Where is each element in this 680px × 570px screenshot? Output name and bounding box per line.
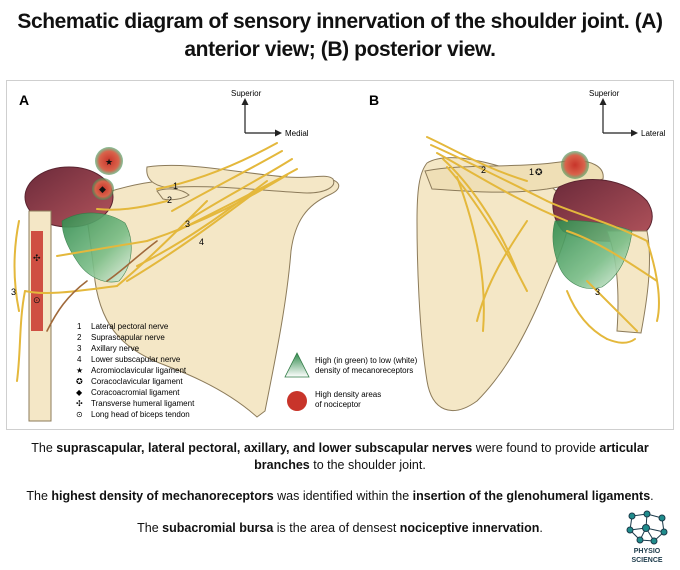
legend-key-1: 1 bbox=[77, 322, 82, 331]
logo-network-icon bbox=[626, 510, 668, 545]
panel-b-nerve-number-2: 2 bbox=[481, 165, 486, 175]
legend-key-7: ◆ bbox=[76, 388, 83, 397]
caption-1-text-f: to the shoulder joint. bbox=[309, 458, 426, 472]
panel-a-capsule-mechanoreceptors bbox=[61, 212, 132, 283]
caption-3-bold-nociceptive: nociceptive innervation bbox=[399, 521, 540, 535]
legend-text-5: Acromioclavicular ligament bbox=[91, 366, 187, 375]
panel-b-nerve-number-1: 1 bbox=[529, 167, 534, 177]
caption-2-text-e: . bbox=[650, 489, 654, 503]
caption-nociceptive: The subacromial bursa is the area of den… bbox=[0, 520, 680, 537]
diagram-figure: A Superior Medial ★ ◆ ✣ ⊙ bbox=[6, 80, 674, 430]
panel-a-orientation: Superior Medial bbox=[231, 89, 309, 138]
legend-key-9: ⊙ bbox=[76, 410, 83, 419]
caption-3-text-e: . bbox=[539, 521, 543, 535]
legend-key-6: ✪ bbox=[76, 377, 83, 386]
legend-text-6: Coracoclavicular ligament bbox=[91, 377, 183, 386]
panel-b-lateral-label: Lateral bbox=[641, 129, 666, 138]
title-line-2: anterior view; (B) posterior view. bbox=[184, 38, 496, 61]
physio-science-logo: PHYSIO SCIENCE bbox=[622, 510, 672, 566]
legend-text-2: Suprascapular nerve bbox=[91, 333, 165, 342]
legend-text-4: Lower subscapular nerve bbox=[91, 355, 181, 364]
panel-b-orientation: Superior Lateral bbox=[589, 89, 666, 138]
panel-a-nociceptor-spot-1 bbox=[95, 147, 123, 175]
legend-key-8: ✣ bbox=[76, 399, 83, 408]
panel-a-medial-label: Medial bbox=[285, 129, 309, 138]
panel-a-nerve-number-3b: 3 bbox=[11, 287, 16, 297]
caption-1-bold-branches: branches bbox=[254, 458, 310, 472]
legend-key-4: 4 bbox=[77, 355, 82, 364]
caption-2-bold-density: highest density of mechanoreceptors bbox=[51, 489, 274, 503]
panel-a-nerve-number-4: 4 bbox=[199, 237, 204, 247]
legend-text-7: Coracoacromial ligament bbox=[91, 388, 180, 397]
panel-a-biceps-tendon-icon: ⊙ bbox=[33, 295, 41, 305]
nociceptor-circle-icon bbox=[287, 391, 307, 411]
caption-mechanoreceptors: The highest density of mechanoreceptors … bbox=[0, 488, 680, 505]
caption-2-text-a: The bbox=[26, 489, 52, 503]
caption-2-text-c: was identified within the bbox=[273, 489, 413, 503]
mechano-legend-line-2: density of mecanoreceptors bbox=[315, 366, 413, 375]
panel-b-scapula bbox=[416, 157, 569, 411]
noci-legend-line-1: High density areas bbox=[315, 390, 381, 399]
logo-text-science: SCIENCE bbox=[631, 557, 663, 564]
panel-a-coracoacromial-ligament-icon: ◆ bbox=[99, 184, 106, 194]
panel-a-acromioclavicular-ligament-icon: ★ bbox=[105, 157, 113, 167]
panel-b-nerve-number-3: 3 bbox=[595, 287, 600, 297]
panel-b-nerves bbox=[426, 136, 660, 344]
caption-1-bold-articular: articular bbox=[599, 441, 649, 455]
panel-a-nerve-number-2: 2 bbox=[167, 195, 172, 205]
panel-a-label: A bbox=[19, 92, 29, 108]
page-title: Schematic diagram of sensory innervation… bbox=[0, 8, 680, 64]
caption-3-text-a: The bbox=[137, 521, 163, 535]
panel-a-coracoid bbox=[156, 188, 190, 201]
legend-text-9: Long head of biceps tendon bbox=[91, 410, 190, 419]
caption-3-text-c: is the area of densest bbox=[273, 521, 400, 535]
caption-2-bold-insertion: insertion of the glenohumeral ligaments bbox=[412, 489, 651, 503]
panel-a-nerve-number-3: 3 bbox=[185, 219, 190, 229]
legend-key-3: 3 bbox=[77, 344, 82, 353]
logo-text-physio: PHYSIO bbox=[633, 548, 661, 555]
panel-a-superior-label: Superior bbox=[231, 89, 262, 98]
panel-a-nerves bbox=[13, 142, 298, 382]
panel-a-nerve-number-1: 1 bbox=[173, 181, 178, 191]
mechanoreceptor-triangle-icon bbox=[284, 352, 310, 378]
diagram-svg: A Superior Medial ★ ◆ ✣ ⊙ bbox=[11, 89, 666, 422]
legend: 1 Lateral pectoral nerve 2 Suprascapular… bbox=[76, 322, 195, 419]
panel-b-label: B bbox=[369, 92, 379, 108]
caption-1-bold-nerves: suprascapular, lateral pectoral, axillar… bbox=[56, 441, 473, 455]
legend-key-5: ★ bbox=[76, 366, 83, 375]
title-line-1: Schematic diagram of sensory innervation… bbox=[17, 10, 663, 33]
noci-legend-line-2: of nociceptor bbox=[315, 400, 361, 409]
caption-1-text-a: The bbox=[31, 441, 57, 455]
legend-text-1: Lateral pectoral nerve bbox=[91, 322, 169, 331]
caption-3-bold-bursa: subacromial bursa bbox=[162, 521, 274, 535]
panel-a-transverse-humeral-ligament-icon: ✣ bbox=[33, 253, 41, 263]
density-legend: High (in green) to low (white) density o… bbox=[284, 352, 418, 411]
panel-b-nociceptor-spot bbox=[561, 151, 589, 179]
caption-nerves: The suprascapular, lateral pectoral, axi… bbox=[0, 440, 680, 474]
legend-key-2: 2 bbox=[77, 333, 82, 342]
legend-text-3: Axillary nerve bbox=[91, 344, 140, 353]
mechano-legend-line-1: High (in green) to low (white) bbox=[315, 356, 418, 365]
panel-a-nociceptor-spot-2 bbox=[92, 178, 114, 200]
caption-1-text-c: were found to provide bbox=[472, 441, 600, 455]
panel-a-clavicle bbox=[146, 164, 335, 194]
panel-b-coracoclavicular-ligament-icon: ✪ bbox=[535, 167, 543, 177]
legend-text-8: Transverse humeral ligament bbox=[91, 399, 195, 408]
panel-b-superior-label: Superior bbox=[589, 89, 620, 98]
panel-a-biceps-tendon bbox=[31, 231, 43, 331]
